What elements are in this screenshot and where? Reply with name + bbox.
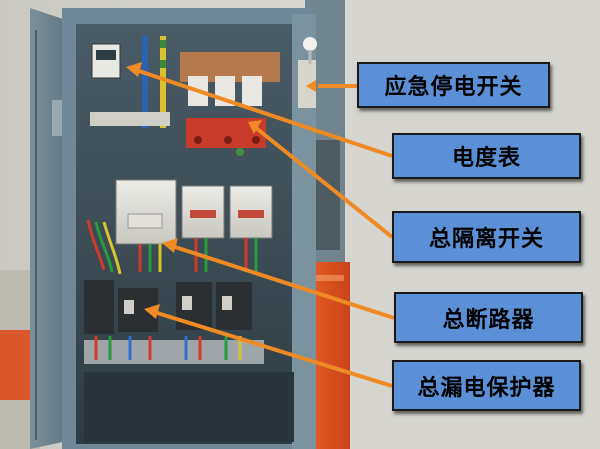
callout-arrows [126,62,395,388]
callout-main-breaker: 总断路器 [394,292,583,343]
busbar-blue [142,36,148,128]
callout-electric-meter: 电度表 [392,133,581,179]
callout-main-rcd: 总漏电保护器 [392,360,581,411]
lower-cable-tray [84,372,294,442]
rcd-main [84,280,114,334]
rcd-unit-3 [216,282,252,330]
callout-emergency-switch: 应急停电开关 [357,62,550,108]
main-breaker [115,179,177,245]
bottom-terminals [84,340,264,364]
meter-box [91,43,121,79]
left-orange-object [0,330,34,400]
callout-main-isolator: 总隔离开关 [392,211,581,263]
terminal-strip [90,112,170,126]
indicator-light [236,148,244,156]
busbar-yellow [160,36,166,128]
emergency-switch-handle [298,60,316,108]
